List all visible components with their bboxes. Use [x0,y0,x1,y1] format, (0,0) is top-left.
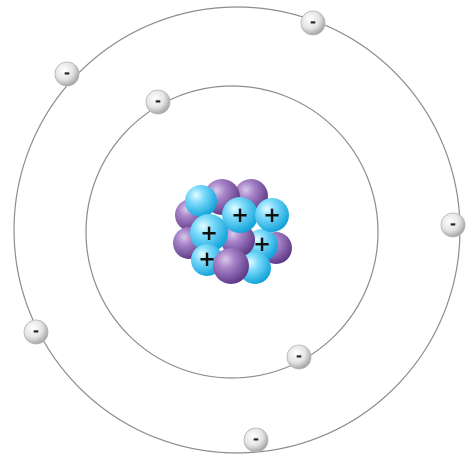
proton [190,214,228,252]
neutron [213,248,249,284]
proton [255,198,289,232]
electron: - [243,427,269,453]
nucleus: + + + + + [173,179,292,284]
electron: - [23,319,49,345]
electron: - [145,89,171,115]
proton [185,185,217,217]
inner-orbit [85,85,379,379]
electron: - [300,10,326,36]
electron: - [286,344,312,370]
proton [222,197,258,233]
electron: - [54,61,80,87]
electron: - [440,212,466,238]
